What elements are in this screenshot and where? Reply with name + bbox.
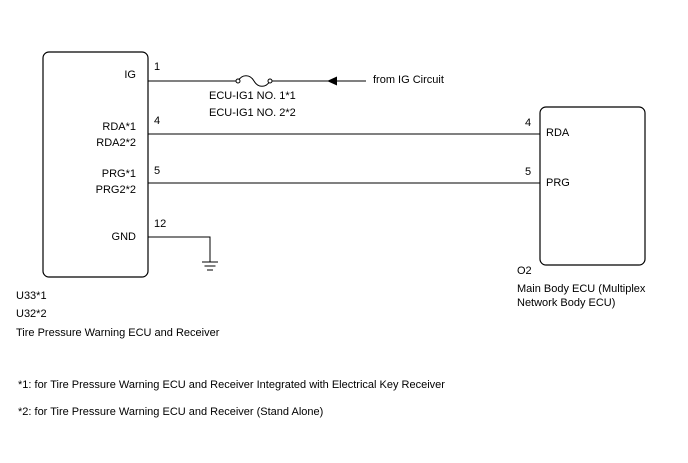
pin-label-rda2: RDA2*2 — [96, 137, 136, 149]
footnote-1: *1: for Tire Pressure Warning ECU and Re… — [18, 379, 445, 391]
ig-arrow — [327, 76, 337, 86]
fuse-label-1: ECU-IG1 NO. 1*1 — [209, 90, 296, 102]
pin-number-ig: 1 — [154, 61, 161, 73]
fuse-label-2: ECU-IG1 NO. 2*2 — [209, 107, 296, 119]
left-ecu-code-1: U33*1 — [16, 290, 47, 302]
pin-label-ig: IG — [124, 69, 136, 81]
gnd-wire — [148, 236, 211, 262]
pin-label-gnd: GND — [111, 231, 136, 243]
pin-label-prg1: PRG*1 — [101, 168, 136, 180]
pin-label-rda1: RDA*1 — [102, 121, 136, 133]
left-ecu-code-2: U32*2 — [16, 308, 47, 320]
pin-number-prg-right: 5 — [525, 166, 532, 178]
pin-number-gnd: 12 — [154, 218, 167, 230]
left-ecu-name: Tire Pressure Warning ECU and Receiver — [16, 327, 220, 339]
ground-icon — [202, 261, 218, 271]
ig-source-label: from IG Circuit — [373, 74, 444, 86]
right-ecu-name-line2: Network Body ECU) — [517, 297, 616, 309]
left-ecu-box — [42, 51, 149, 278]
fuse-terminal-left — [235, 78, 241, 84]
pin-label-rda-right: RDA — [546, 127, 570, 139]
pin-number-rda-left: 4 — [154, 115, 161, 127]
pin-label-prg2: PRG2*2 — [95, 184, 136, 196]
pin-number-rda-right: 4 — [525, 117, 532, 129]
pin-number-prg-left: 5 — [154, 165, 161, 177]
right-ecu-code: O2 — [517, 265, 532, 277]
footnote-2: *2: for Tire Pressure Warning ECU and Re… — [18, 406, 324, 418]
fuse-symbol — [237, 75, 271, 87]
right-ecu-box — [539, 106, 646, 266]
pin-label-prg-right: PRG — [546, 177, 570, 189]
right-ecu-name-line1: Main Body ECU (Multiplex — [517, 283, 646, 295]
fuse-terminal-right — [267, 78, 273, 84]
